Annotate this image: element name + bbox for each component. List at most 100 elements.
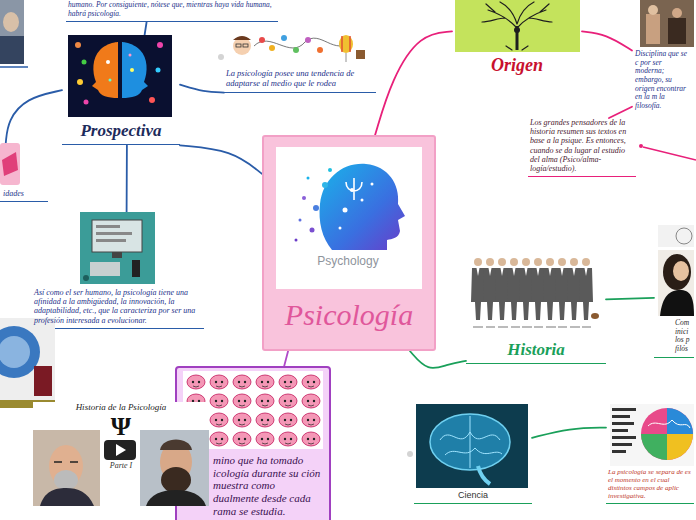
central-topic: Psicología [262,135,436,351]
discipline-photo [668,18,686,44]
center-logo [307,177,310,180]
audio-image [0,318,55,408]
origin-tree-image [482,2,552,50]
audio-image [0,318,55,408]
audio-image [34,366,52,396]
central-title: Psicología [270,297,428,333]
colorful-brain-image [667,408,693,434]
topic-title: Prospectiva [64,121,178,141]
note-node: La psicología posee una tendencia de ada… [224,27,376,93]
video-thumbnail [160,442,192,482]
history-figures [543,258,557,320]
prospectiva-image [157,42,163,48]
portrait-photo [0,0,24,64]
science-brain-image [478,466,490,484]
prospectiva-image [82,60,87,65]
decor-lines [0,66,28,68]
audio-image [0,400,55,408]
video-thumbnail [49,445,83,487]
colorful-brain-image [612,408,636,411]
discipline-photo [648,5,658,15]
center-logo [343,208,348,213]
colorful-brain-image [641,434,667,460]
center-logo [339,227,342,230]
history-figures [546,326,556,328]
discipline-photo [640,0,694,47]
prospectiva-image [68,35,172,117]
computer-image [132,260,140,277]
computer-image [112,252,122,258]
science-brain-image [430,414,510,470]
video-thumbnail [40,488,94,506]
center-logo [371,183,374,186]
philosopher-portrait [673,261,689,281]
branch-line [6,90,62,143]
center-logo [299,219,302,222]
branch-line [126,145,128,212]
history-figures [473,326,591,328]
center-logo [361,199,364,202]
history-figures [570,326,580,328]
philosopher-portrait [676,228,692,244]
history-figures [473,326,483,328]
history-figures [498,326,508,328]
philosopher-portrait [663,254,691,290]
note-text: Disciplina que se c por ser moderna; emb… [635,50,692,110]
portrait-photo [0,36,24,64]
origin-tree-image [455,0,580,52]
prospectiva-image [84,100,89,105]
note-node: Com inici los p filós [654,225,694,358]
computer-image [96,239,126,242]
history-figures [483,258,497,320]
note-text: mino que ha tomado icología durante su c… [213,454,321,517]
center-logo [346,178,362,200]
topic-node: Prospectiva [62,35,180,145]
colorful-brain-image [612,429,628,432]
topic-title: Historia [468,340,604,360]
center-logo [302,196,306,200]
note-text: La psicología se separa de es el momento… [608,468,692,500]
audio-image [0,326,40,378]
doodle-image [356,50,365,59]
label-slot: Ψ [106,414,136,440]
colorful-brain-image [612,422,634,425]
note-text: Com inici los p filós [675,319,694,354]
note-text: idades [3,189,46,198]
doodle-image [259,37,265,43]
computer-image [90,262,120,276]
decor-lines [407,451,413,457]
science-brain-image [416,404,528,488]
topic-node: Ciencia [414,402,532,504]
doodle-image [342,36,350,52]
branch-line [284,351,288,366]
branch-line [180,145,262,173]
prospectiva-image [92,42,118,112]
decor-lines [639,144,643,148]
label-slot: Historia de la Psicología [62,402,180,413]
prospectiva-image [75,42,81,48]
decor-lines [0,54,696,457]
label-slot: Psychology [300,254,396,268]
branch-line [582,31,632,50]
video-thumbnail [33,430,100,506]
topic-node: Origen [452,0,582,79]
prospectiva-image [130,68,134,72]
doodle-image [346,53,347,62]
center-logo [313,205,319,211]
origin-tree-image [455,0,580,52]
history-figures [534,326,543,328]
colorful-brain-image [612,408,636,453]
doodle-image [339,35,353,53]
doodle-image [228,27,368,67]
history-figures [486,326,495,328]
prospectiva-image [109,79,112,82]
history-figures [471,258,485,320]
philosopher-portrait [658,225,694,316]
computer-image [80,212,155,284]
brain-cartoons [183,371,323,449]
video-thumbnail [33,402,209,506]
doodle-image [305,37,311,43]
prospectiva-image [122,42,148,112]
portrait-photo [0,0,24,64]
video-part: Parte I [109,461,133,471]
